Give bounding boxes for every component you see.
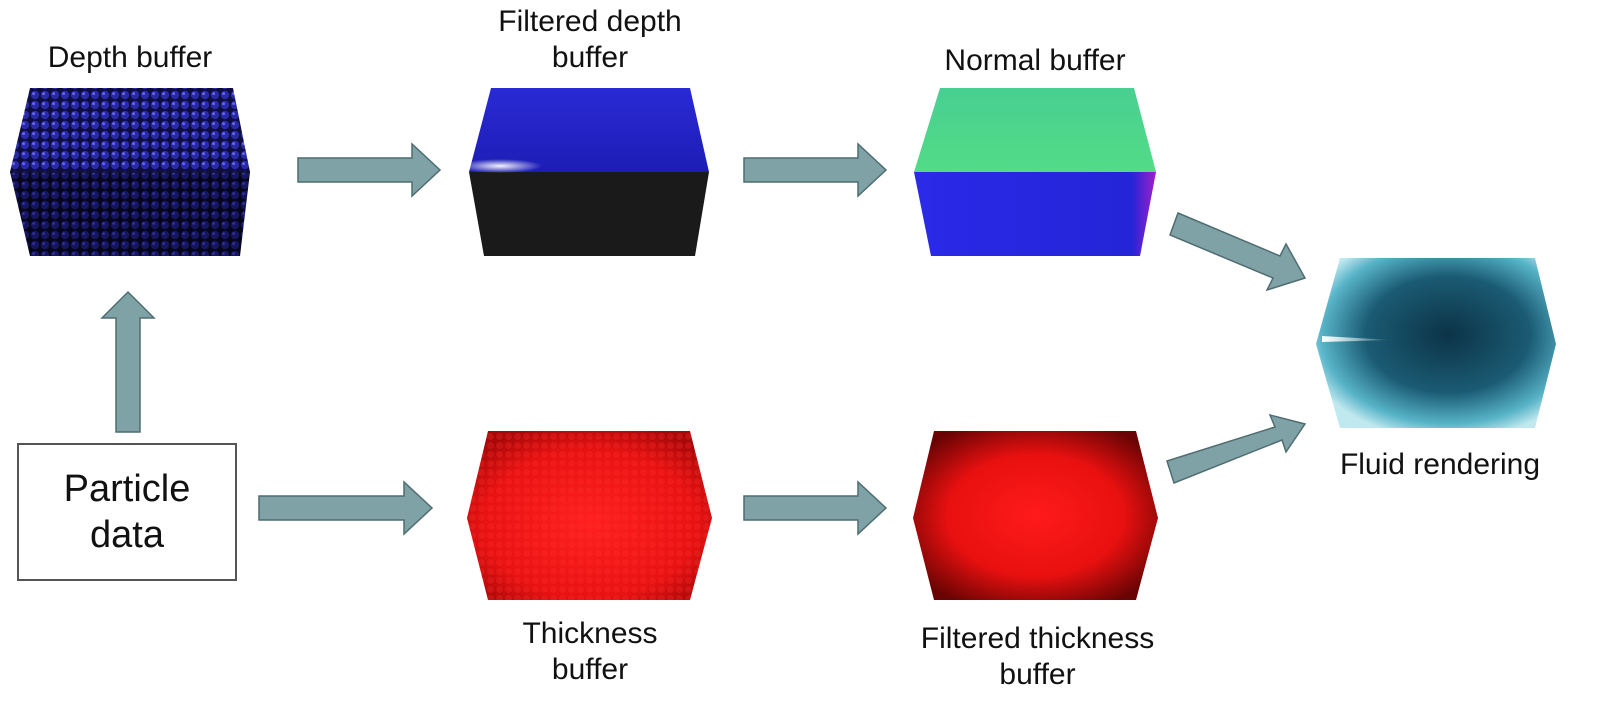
fluid-rendering-image xyxy=(1316,258,1556,428)
arrow-particle-to-thickness xyxy=(258,480,434,536)
filtered-thickness-buffer-image xyxy=(913,431,1158,600)
fluid-rendering-label: Fluid rendering xyxy=(1339,448,1541,481)
filtered-thickness-buffer-label: Filtered thickness buffer xyxy=(920,622,1155,691)
arrow-thickness-to-filtered-thickness xyxy=(743,480,888,536)
arrow-particle-to-depth xyxy=(100,290,156,433)
particle-data-box: Particle data xyxy=(17,443,237,581)
filtered-depth-buffer-label: Filtered depth buffer xyxy=(498,5,682,74)
thickness-buffer-label: Thickness buffer xyxy=(522,617,658,686)
arrow-filtered-thickness-to-fluid xyxy=(1166,413,1307,484)
depth-buffer-image xyxy=(10,88,250,256)
filtered-depth-buffer-image xyxy=(458,88,709,256)
arrow-normal-to-fluid xyxy=(1169,212,1307,292)
thickness-buffer-image xyxy=(467,431,712,600)
particle-data-label-line2: data xyxy=(90,514,164,556)
normal-buffer-label: Normal buffer xyxy=(944,44,1126,77)
depth-buffer-label: Depth buffer xyxy=(47,41,213,74)
normal-buffer-image xyxy=(914,88,1156,256)
arrow-depth-to-filtered-depth xyxy=(297,142,442,198)
particle-data-label-line1: Particle xyxy=(63,468,191,510)
arrow-filtered-depth-to-normal xyxy=(743,142,888,198)
